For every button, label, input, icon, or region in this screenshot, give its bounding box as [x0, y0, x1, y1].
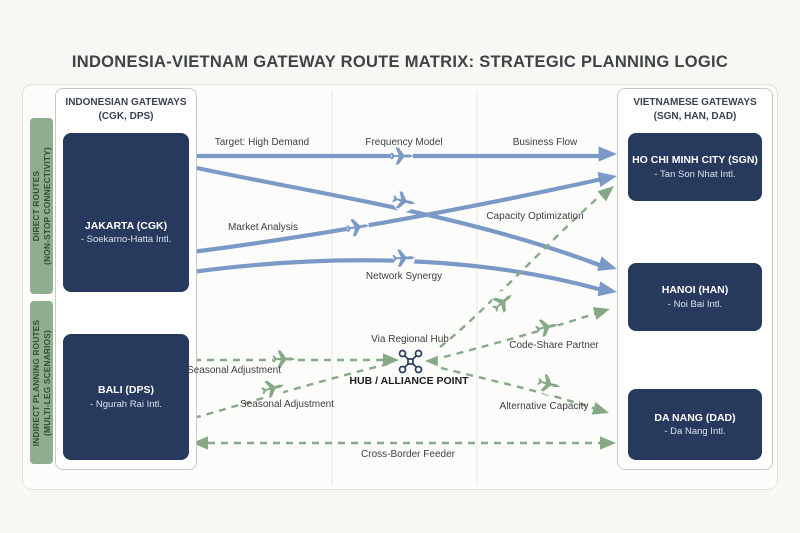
label-business-flow: Business Flow [512, 137, 578, 148]
airport-name: BALI (DPS) [98, 384, 154, 397]
page-title: INDONESIA-VIETNAM GATEWAY ROUTE MATRIX: … [71, 53, 729, 71]
airport-card-hcmc: HO CHI MINH CITY (SGN) - Tan Son Nhat In… [628, 133, 762, 201]
airport-detail: - Noi Bai Intl. [667, 298, 723, 310]
airport-detail: - Da Nang Intl. [664, 426, 726, 438]
indonesian-gateways-panel: INDONESIAN GATEWAYS (CGK, DPS) JAKARTA (… [55, 88, 197, 470]
label-via-regional-hub: Via Regional Hub [371, 334, 449, 345]
airport-name: JAKARTA (CGK) [84, 219, 168, 232]
label-seasonal-adjustment-1: Seasonal Adjustment [187, 365, 281, 376]
airport-card-danang: DA NANG (DAD) - Da Nang Intl. [628, 389, 762, 460]
airport-name: HANOI (HAN) [661, 284, 729, 297]
label-network-synergy: Network Synergy [365, 271, 443, 282]
label-capacity-optimization: Capacity Optimization [486, 211, 584, 222]
label-frequency-model: Frequency Model [365, 137, 443, 148]
label-alternative-capacity: Alternative Capacity [499, 401, 589, 412]
label-seasonal-adjustment-2: Seasonal Adjustment [240, 399, 334, 410]
indirect-routes-tag: INDIRECT PLANNING ROUTES (MULTI-LEG SCEN… [30, 301, 53, 464]
airport-card-bali: BALI (DPS) - Ngurah Rai Intl. [63, 334, 189, 460]
indirect-routes-tag-label: INDIRECT PLANNING ROUTES (MULTI-LEG SCEN… [30, 319, 52, 446]
airport-name: HO CHI MINH CITY (SGN) [632, 154, 758, 167]
vietnamese-gateways-panel: VIETNAMESE GATEWAYS (SGN, HAN, DAD) HO C… [617, 88, 773, 470]
airport-detail: - Tan Son Nhat Intl. [654, 168, 736, 180]
vietnamese-gateways-header: VIETNAMESE GATEWAYS (SGN, HAN, DAD) [633, 97, 757, 122]
label-cross-border-feeder: Cross-Border Feeder [361, 449, 455, 460]
label-hub-alliance-point: HUB / ALLIANCE POINT [349, 375, 469, 387]
label-market-analysis: Market Analysis [227, 222, 299, 233]
label-code-share-partner: Code-Share Partner [509, 340, 599, 351]
label-target-high-demand: Target: High Demand [214, 137, 310, 148]
indonesian-gateways-header: INDONESIAN GATEWAYS (CGK, DPS) [65, 97, 187, 122]
airport-name: DA NANG (DAD) [654, 411, 736, 424]
airport-card-jakarta: JAKARTA (CGK) - Soekarno-Hatta Intl. [63, 133, 189, 292]
airport-card-hanoi: HANOI (HAN) - Noi Bai Intl. [628, 263, 762, 331]
airport-detail: - Ngurah Rai Intl. [90, 398, 162, 410]
direct-routes-tag-label: DIRECT ROUTES (NON-STOP CONNECTIVITY) [30, 147, 52, 265]
airport-detail: - Soekarno-Hatta Intl. [80, 234, 172, 246]
direct-routes-tag: DIRECT ROUTES (NON-STOP CONNECTIVITY) [30, 118, 53, 294]
